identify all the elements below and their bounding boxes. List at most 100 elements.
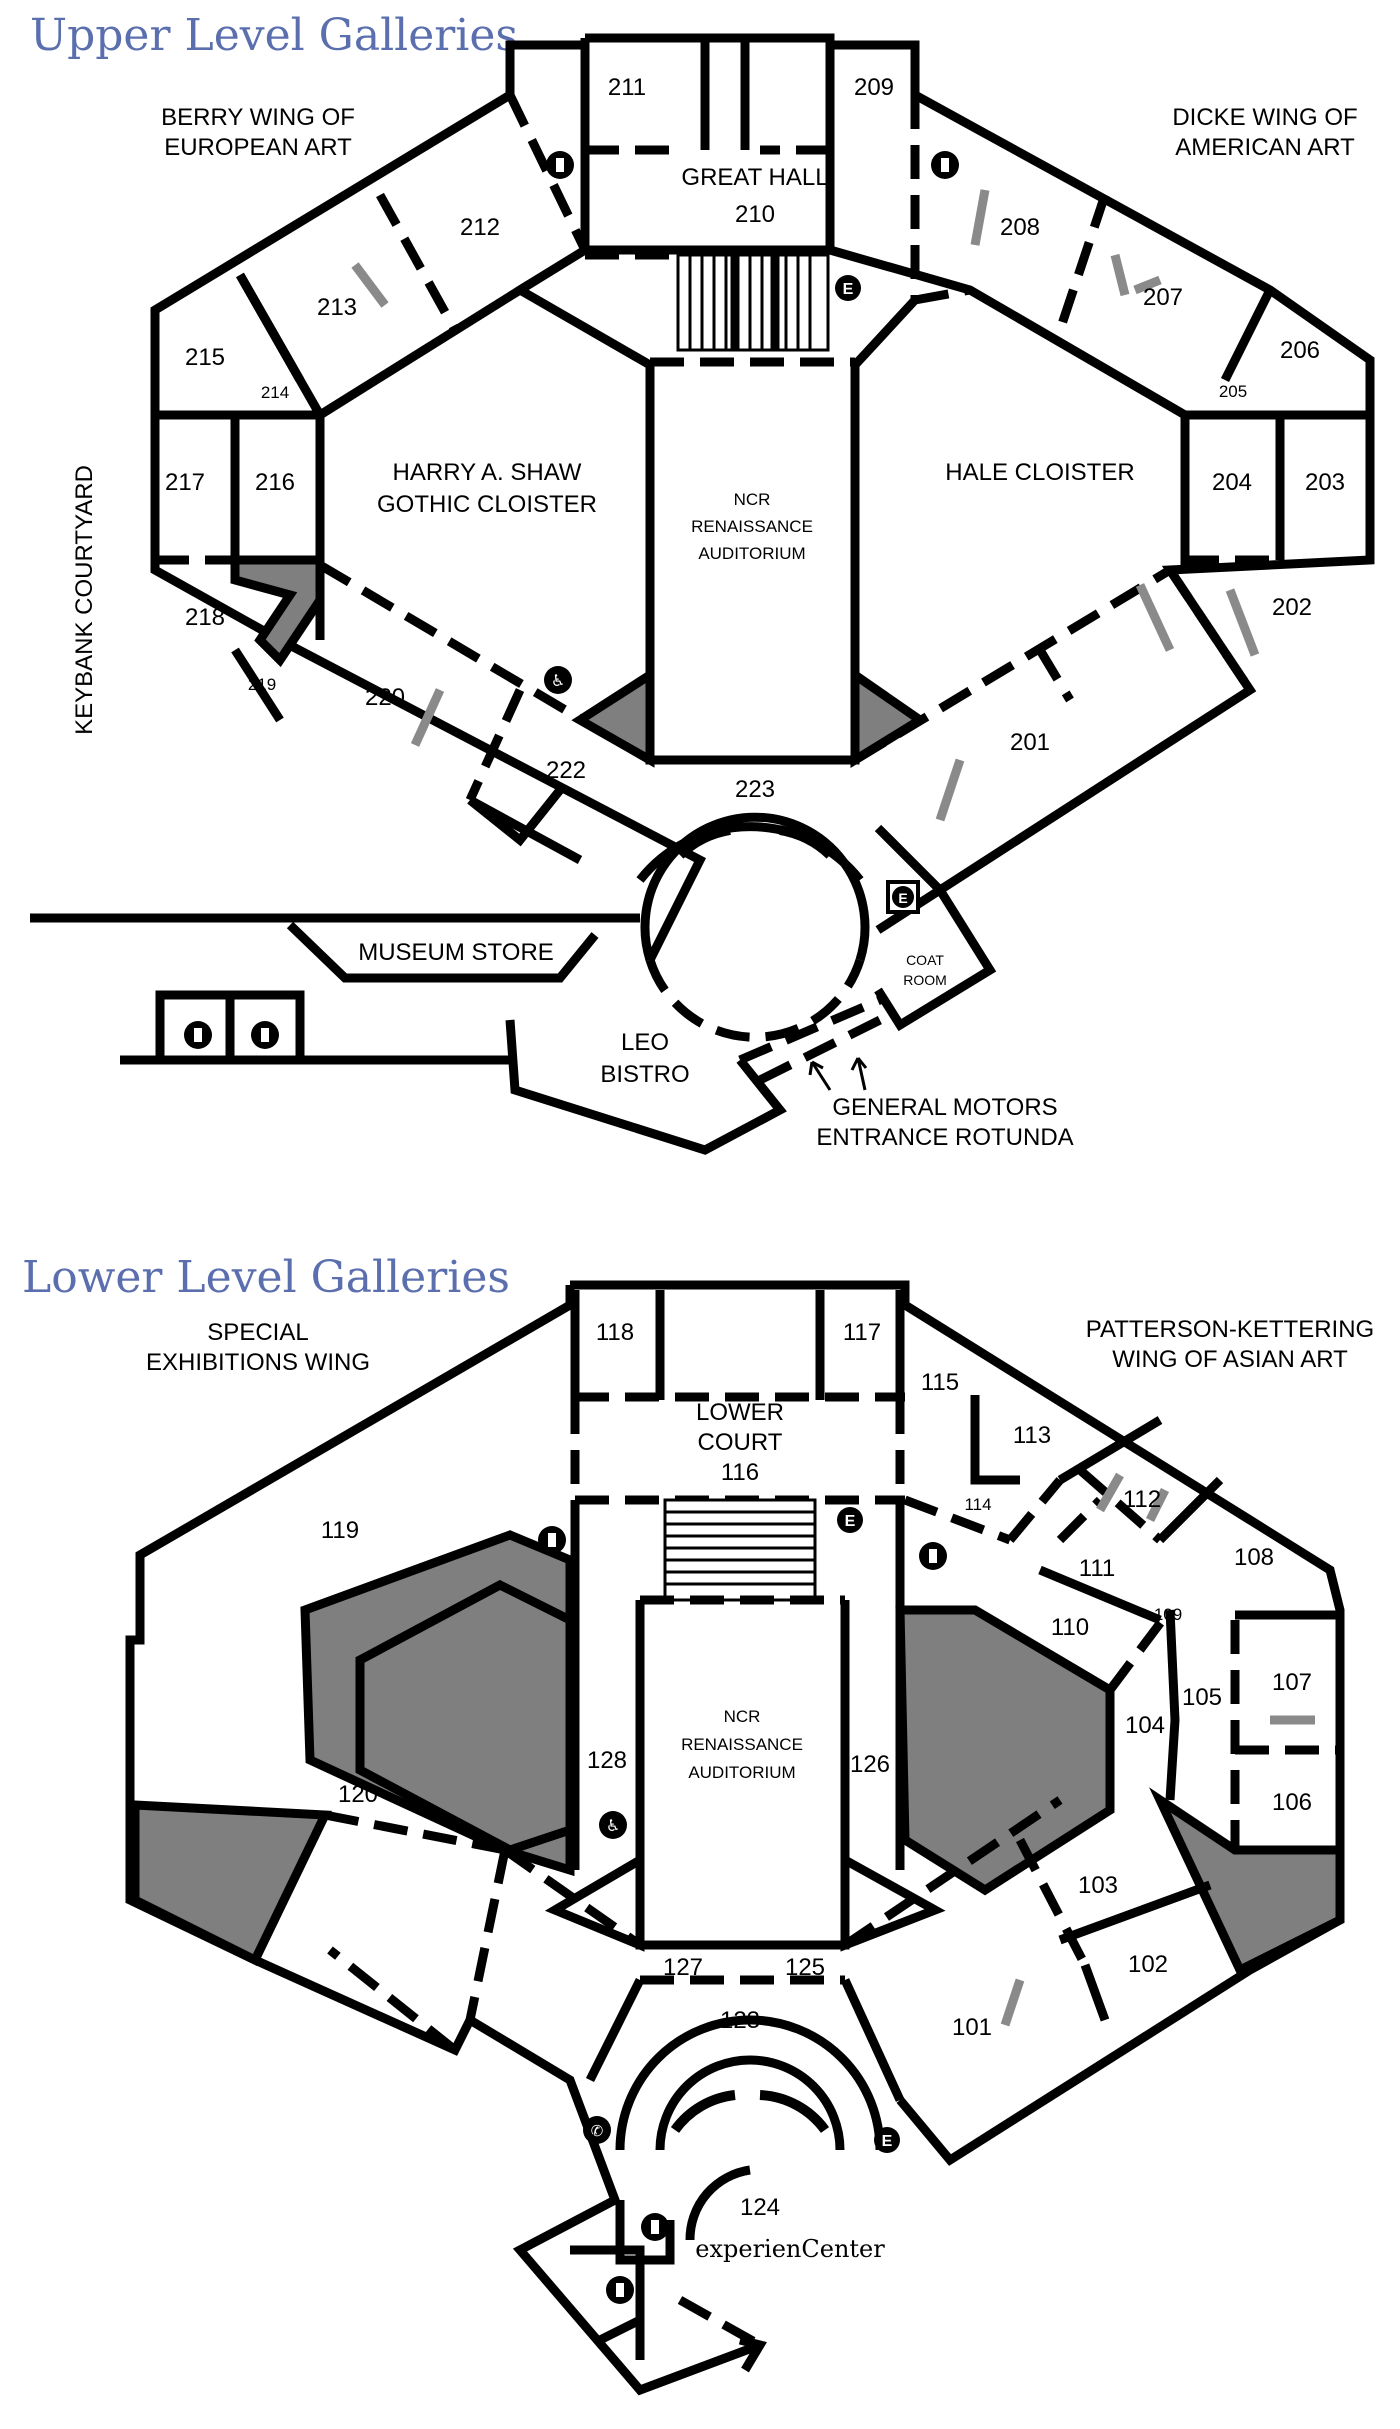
- svg-text:♿: ♿: [551, 671, 565, 690]
- svg-text:E: E: [898, 890, 907, 906]
- room-105: 105: [1182, 1684, 1222, 1711]
- svg-text:E: E: [882, 2133, 893, 2150]
- phone-icon: ✆: [583, 2116, 611, 2144]
- room-222: 222: [546, 757, 586, 784]
- dicke-wing-label-line2: AMERICAN ART: [1175, 134, 1355, 161]
- room-223: 223: [735, 776, 775, 803]
- room-128: 128: [587, 1747, 627, 1774]
- shaded-area-lower-far-right: [1149, 1787, 1345, 1977]
- accessible-icon: ♿: [544, 666, 572, 694]
- rotunda-stairs: [676, 825, 834, 859]
- room-109: 109: [1154, 1605, 1182, 1624]
- restroom-icon: [184, 1021, 212, 1049]
- restroom-icon: [606, 2276, 634, 2304]
- keybank-courtyard-label: KEYBANK COURTYARD: [71, 465, 98, 735]
- lower-court-line2: COURT: [698, 1429, 783, 1456]
- room-212: 212: [460, 214, 500, 241]
- accessible-icon: ♿: [599, 1811, 627, 1839]
- restroom-icon: [251, 1021, 279, 1049]
- room-216: 216: [255, 469, 295, 496]
- room-202: 202: [1272, 594, 1312, 621]
- leo-bistro-line1: LEO: [621, 1029, 669, 1056]
- shaded-area-lower-right: [895, 1605, 1115, 1896]
- experiencenter-label: experienCenter: [695, 2235, 885, 2263]
- room-218: 218: [185, 604, 225, 631]
- restroom-icon: [538, 1526, 566, 1554]
- shaded-area-upper-left: [230, 555, 325, 668]
- room-127: 127: [663, 1954, 703, 1981]
- berry-wing-label-line2: EUROPEAN ART: [164, 134, 352, 161]
- patterson-kettering-line2: WING OF ASIAN ART: [1112, 1346, 1348, 1373]
- dicke-wing-label-line1: DICKE WING OF: [1172, 104, 1357, 131]
- entrance-arrows: [808, 1057, 868, 1091]
- coat-room-line2: ROOM: [903, 972, 947, 988]
- restroom-icon: [931, 151, 959, 179]
- room-123: 123: [720, 2007, 760, 2034]
- room-206: 206: [1280, 337, 1320, 364]
- lower-auditorium-line1: NCR: [724, 1707, 761, 1726]
- elevator-icon: E: [837, 1507, 863, 1533]
- upper-auditorium-line3: AUDITORIUM: [698, 544, 805, 563]
- entrance-label-line1: GENERAL MOTORS: [832, 1094, 1057, 1121]
- room-209: 209: [854, 74, 894, 101]
- gothic-cloister-line2: GOTHIC CLOISTER: [377, 491, 597, 518]
- lower-auditorium-line3: AUDITORIUM: [688, 1763, 795, 1782]
- great-hall-label: GREAT HALL: [681, 164, 828, 191]
- special-exhibitions-line1: SPECIAL: [207, 1319, 308, 1346]
- upper-auditorium-line2: RENAISSANCE: [691, 517, 813, 536]
- room-106: 106: [1272, 1789, 1312, 1816]
- elevator-icon: E: [874, 2127, 900, 2153]
- room-118: 118: [596, 1319, 634, 1346]
- upper-divider-bars: [351, 189, 1260, 822]
- room-115: 115: [921, 1369, 959, 1396]
- room-107: 107: [1272, 1669, 1312, 1696]
- lower-level-title: Lower Level Galleries: [22, 1252, 510, 1303]
- gothic-cloister-line1: HARRY A. SHAW: [393, 459, 582, 486]
- elevator-icon: E: [886, 880, 920, 914]
- room-117: 117: [843, 1319, 881, 1346]
- lower-level-walls: [125, 1280, 1345, 2396]
- restroom-icon: [641, 2213, 669, 2241]
- room-201: 201: [1010, 729, 1050, 756]
- coat-room-line1: COAT: [906, 952, 944, 968]
- restroom-icon: [919, 1542, 947, 1570]
- room-125: 125: [785, 1954, 825, 1981]
- room-219: 219: [248, 675, 276, 694]
- entrance-label-line2: ENTRANCE ROTUNDA: [816, 1124, 1073, 1151]
- room-220: 220: [365, 684, 405, 711]
- svg-text:E: E: [843, 281, 854, 298]
- room-126: 126: [850, 1751, 890, 1778]
- great-hall-stairs: [676, 253, 830, 352]
- room-207: 207: [1143, 284, 1183, 311]
- upper-level-walls: [30, 33, 1375, 1155]
- berry-wing-label-line1: BERRY WING OF: [161, 104, 355, 131]
- svg-text:E: E: [845, 1513, 856, 1530]
- room-208: 208: [1000, 214, 1040, 241]
- room-114: 114: [964, 1495, 991, 1514]
- room-104: 104: [1125, 1712, 1165, 1739]
- leo-bistro-line2: BISTRO: [600, 1061, 689, 1088]
- room-215: 215: [185, 344, 225, 371]
- patterson-kettering-line1: PATTERSON-KETTERING: [1086, 1316, 1374, 1343]
- upper-level-title: Upper Level Galleries: [30, 10, 518, 61]
- room-119: 119: [321, 1517, 359, 1544]
- room-113: 113: [1013, 1422, 1051, 1449]
- shaded-area-auditorium-right: [850, 666, 929, 769]
- room-211: 211: [608, 74, 646, 101]
- room-210: 210: [735, 201, 775, 228]
- room-112: 112: [1123, 1486, 1161, 1513]
- room-102: 102: [1128, 1951, 1168, 1978]
- room-204: 204: [1212, 469, 1252, 496]
- room-116: 116: [721, 1459, 759, 1486]
- special-exhibitions-line2: EXHIBITIONS WING: [146, 1349, 370, 1376]
- room-108: 108: [1234, 1544, 1274, 1571]
- room-213: 213: [317, 294, 357, 321]
- room-217: 217: [165, 469, 205, 496]
- room-120: 120: [338, 1781, 378, 1808]
- room-103: 103: [1078, 1872, 1118, 1899]
- elevator-icon: E: [835, 275, 861, 301]
- room-124: 124: [740, 2194, 780, 2221]
- museum-store-label: MUSEUM STORE: [358, 939, 554, 966]
- room-110: 110: [1051, 1614, 1089, 1641]
